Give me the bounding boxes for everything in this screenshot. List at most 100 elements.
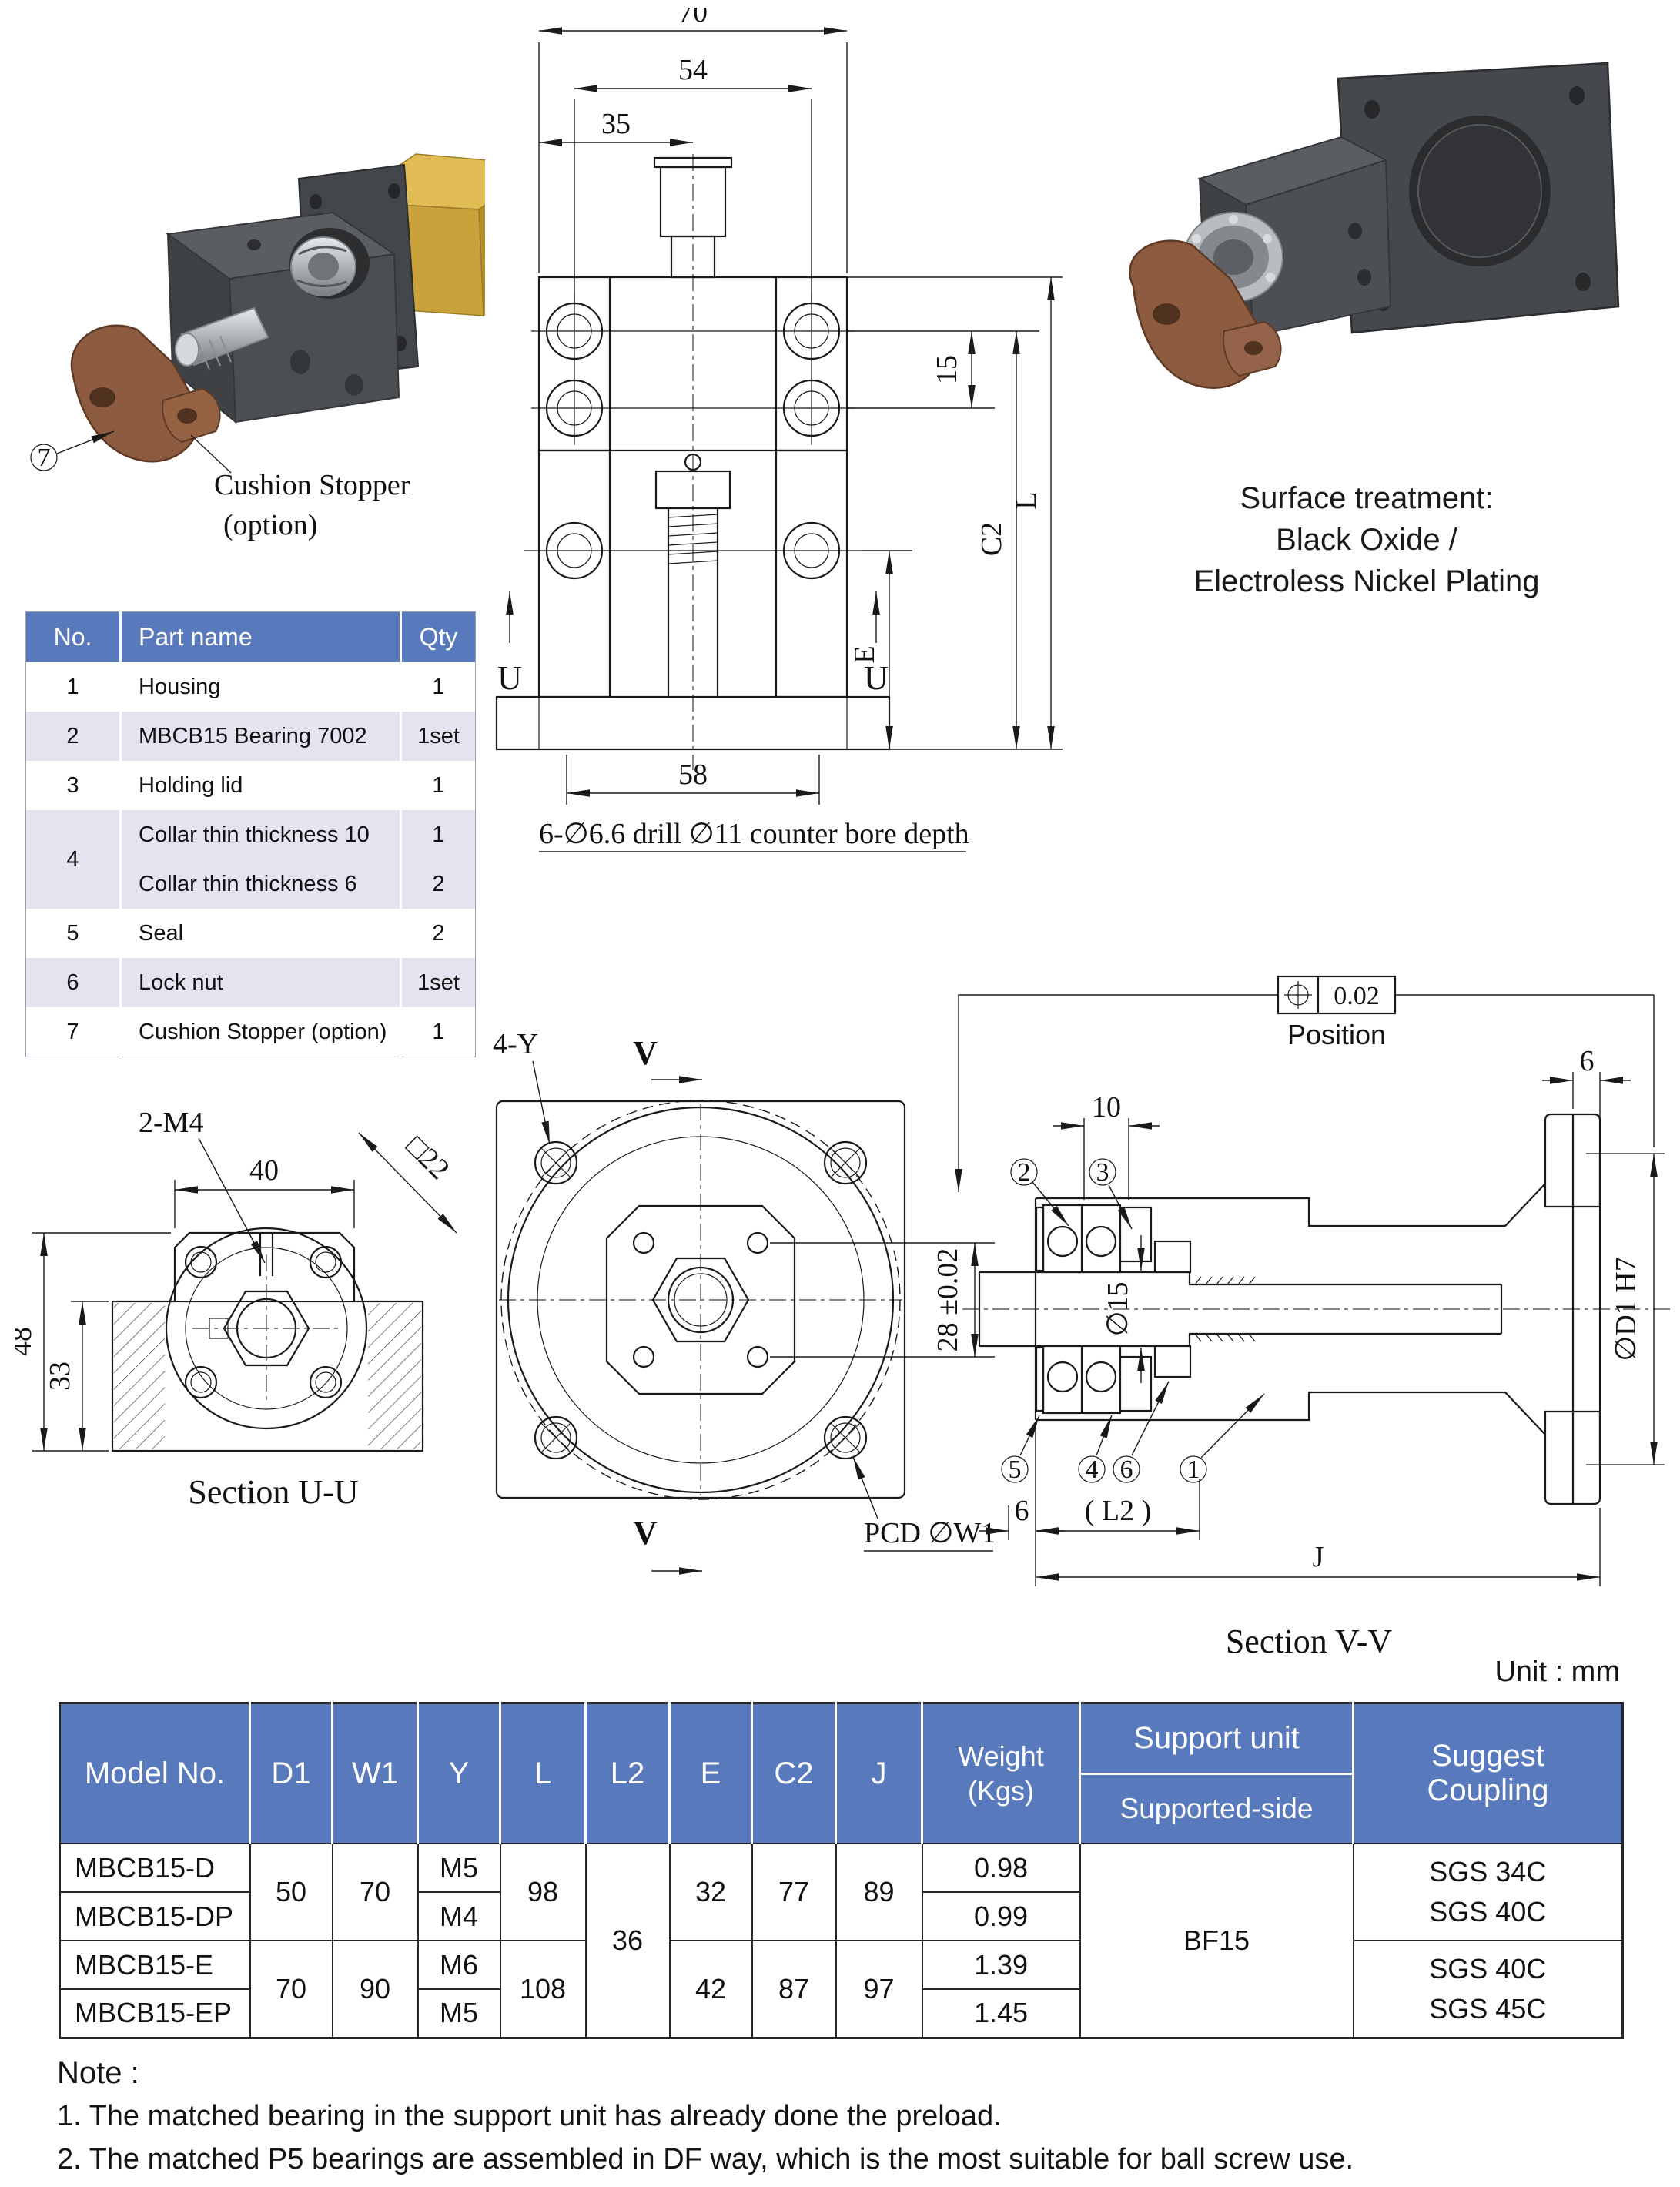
section-vv-dimensions: 6 10 ∅15 ∅D1 H7 6 ( L2 ) J (979, 995, 1658, 1586)
svg-text:2: 2 (1018, 1158, 1031, 1187)
part-qty: 1 (432, 1019, 445, 1044)
callout-balloon-3: 3 (1089, 1158, 1133, 1230)
surface-treatment-line2: Black Oxide / (1276, 523, 1457, 557)
parts-row-4a: 4 Collar thin thickness 10 1 (25, 810, 476, 909)
w1-cell: 70 (331, 1843, 419, 1941)
model-cell: MBCB15-E (59, 1940, 251, 1990)
e-cell: 42 (668, 1940, 753, 2038)
parts-row-4b: Collar thin thickness 6 2 (26, 859, 476, 909)
section-uu-geometry (111, 1227, 424, 1452)
dim-6-bottom: 6 (1015, 1495, 1029, 1527)
spec-header-model: Model No. (59, 1703, 251, 1844)
spec-row-mbcb15-ep: MBCB15-EP M5 1.45 (59, 1988, 1623, 2038)
parts-row-3: 3 Holding lid 1 (25, 761, 476, 810)
stopper-leader (190, 434, 232, 474)
section-u-arrow-left: U (497, 659, 522, 697)
section-uu-title: Section U-U (188, 1473, 358, 1511)
surface-treatment-line1: Surface treatment: (1240, 481, 1494, 515)
cushion-stopper-label: Cushion Stopper (214, 469, 410, 501)
spec-header-y: Y (417, 1703, 501, 1844)
y-cell: M5 (417, 1843, 501, 1893)
dim-l: L (1010, 491, 1042, 509)
weight-cell: 0.99 (921, 1891, 1081, 1941)
spec-header-j: J (835, 1703, 923, 1844)
spec-header-l2: L2 (585, 1703, 671, 1844)
section-vv-drawing: 0.02 Position (955, 975, 1671, 1660)
l-cell: 108 (499, 1940, 587, 2038)
part-name: Housing (120, 662, 402, 712)
d1-cell: 50 (249, 1843, 333, 1941)
dim-54: 54 (678, 54, 708, 86)
callout-balloon-4: 4 (1078, 1415, 1113, 1484)
notes-title: Note : (57, 2056, 139, 2090)
model-cell: MBCB15-EP (59, 1988, 251, 2038)
callout-balloon-2: 2 (1010, 1158, 1069, 1227)
assembled-iso-view (1129, 62, 1620, 389)
spec-header-supported-side: Supported-side (1081, 1772, 1352, 1844)
parts-table-header: No. Part name Qty (25, 611, 476, 662)
l2-cell: 36 (584, 1843, 671, 2038)
spec-table: Model No. D1 W1 Y L L2 E C2 J Weight (Kg… (59, 1702, 1624, 2039)
cushion-stopper-option-label: (option) (223, 509, 317, 541)
spec-header-e: E (669, 1703, 753, 1844)
cushion-stopper-assembled (1129, 239, 1282, 389)
w1-cell: 90 (331, 1940, 419, 2038)
j-cell: 97 (835, 1940, 923, 2038)
spec-header-coupling: Suggest Coupling (1353, 1703, 1623, 1844)
callout-balloon-7: 7 (30, 430, 115, 472)
thread-marks (668, 507, 718, 564)
dim-l2: ( L2 ) (1085, 1495, 1152, 1527)
front-view-dimensions: 70 54 35 15 C2 L E U U 58 6-∅6.6 drill ∅… (497, 8, 1063, 852)
upper-bolt-holes (531, 294, 855, 445)
section-uu-drawing: 2-M4 40 □22 48 33 Section U-U (15, 1107, 457, 1511)
callout-2m4: 2-M4 (139, 1107, 203, 1139)
part-qty: 1 (432, 772, 445, 798)
spec-table-header: Model No. D1 W1 Y L L2 E C2 J Weight (Kg… (59, 1703, 1623, 1844)
part-name: Collar thin thickness 6 (120, 859, 402, 909)
svg-text:1: 1 (1187, 1455, 1200, 1484)
parts-row-5: 5 Seal 2 (25, 909, 476, 958)
parts-table: No. Part name Qty 1 Housing 1 2 MBCB15 B… (25, 611, 476, 1057)
thread-zone (1194, 1276, 1256, 1342)
weight-cell: 1.45 (921, 1988, 1081, 2038)
coupling-cell: SGS 34C SGS 40C (1352, 1843, 1624, 1941)
shaft (175, 306, 269, 370)
l-cell: 98 (499, 1843, 587, 1941)
y-cell: M6 (417, 1940, 501, 1990)
weight-cell: 1.39 (921, 1940, 1081, 1990)
spec-row-mbcb15-d: MBCB15-D 50 70 M5 98 36 32 77 89 0.98 BF… (59, 1843, 1624, 2038)
front-view-drawing: 70 54 35 15 C2 L E U U 58 6-∅6.6 drill ∅… (495, 8, 1063, 852)
drill-note: 6-∅6.6 drill ∅11 counter bore depth (539, 818, 969, 850)
spec-header-w1: W1 (332, 1703, 419, 1844)
spec-header-weight: Weight (Kgs) (922, 1703, 1081, 1844)
spec-row-mbcb15-dp: MBCB15-DP M4 0.99 (59, 1891, 1623, 1941)
callout-balloon-6: 6 (1113, 1381, 1170, 1484)
callout-4y: 4-Y (493, 1028, 538, 1060)
part-qty: 1set (400, 712, 476, 761)
callout-7-number: 7 (38, 444, 51, 472)
surface-treatment-note: Surface treatment: Black Oxide / Electro… (1113, 477, 1621, 602)
dim-c2: C2 (976, 522, 1008, 556)
callout-balloon-5: 5 (1001, 1415, 1040, 1484)
dim-sq22: □22 (400, 1130, 456, 1186)
part-qty: 1set (400, 958, 476, 1007)
parts-row-6: 6 Lock nut 1set (25, 958, 476, 1007)
cushion-stopper (70, 324, 221, 463)
notes-block: Note : 1. The matched bearing in the sup… (57, 2051, 1354, 2181)
spec-header-support-unit: Support unit (1133, 1720, 1300, 1755)
dim-35: 35 (601, 108, 631, 140)
dim-10: 10 (1092, 1091, 1121, 1124)
surface-treatment-line3: Electroless Nickel Plating (1193, 564, 1540, 598)
part-name: Lock nut (120, 958, 402, 1007)
coupling-cell: SGS 40C SGS 45C (1352, 1940, 1624, 2038)
tolerance-label: Position (1287, 1019, 1386, 1050)
flange-bolt-holes (184, 1245, 343, 1399)
dim-15: 15 (931, 355, 963, 384)
svg-text:6: 6 (1120, 1455, 1133, 1484)
c2-cell: 77 (751, 1843, 837, 1941)
front-view-geometry (495, 154, 891, 770)
part-no: 7 (25, 1007, 122, 1057)
part-name: MBCB15 Bearing 7002 (120, 712, 402, 761)
j-cell: 89 (835, 1843, 923, 1941)
part-no: 6 (25, 958, 122, 1007)
